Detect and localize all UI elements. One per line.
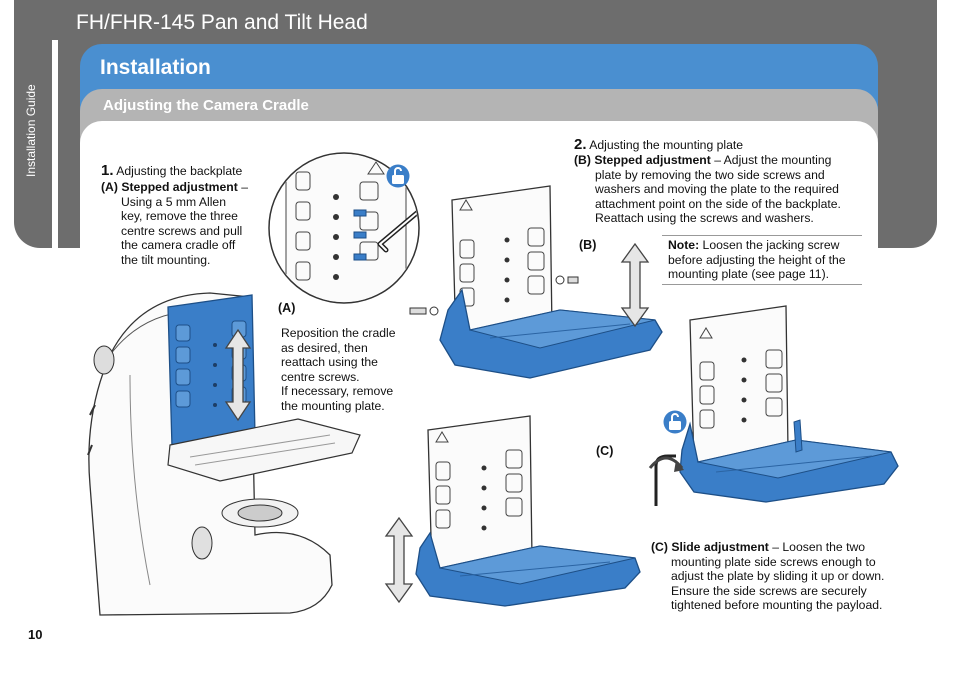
figure-b-cradle-illustration — [409, 185, 663, 379]
figure-c-label: (C) — [596, 444, 614, 458]
step1-a-text: (A) Stepped adjustment – Using a 5 mm Al… — [101, 180, 248, 267]
note-top-rule — [662, 235, 862, 236]
figure-a-label: (A) — [278, 301, 296, 315]
sidebar-label: Installation Guide — [22, 65, 38, 225]
note-bottom-rule — [662, 284, 862, 285]
up-down-arrow-icon — [384, 516, 414, 604]
up-down-arrow-icon — [224, 328, 252, 422]
step2-heading: 2. Adjusting the mounting plate — [574, 136, 744, 153]
step1-heading: 1. Adjusting the backplate — [101, 162, 243, 179]
figure-c-cradle-illustration — [679, 305, 899, 503]
document-title: FH/FHR-145 Pan and Tilt Head — [76, 11, 368, 34]
backplate-detail-circle — [268, 152, 420, 304]
section-title: Installation — [100, 56, 211, 79]
unlock-icon — [663, 410, 687, 434]
subsection-title: Adjusting the Camera Cradle — [103, 97, 309, 114]
note-text: Note: Loosen the jacking screw before ad… — [668, 238, 846, 281]
sidebar-label-text: Installation Guide — [24, 84, 38, 177]
unlock-icon — [386, 164, 410, 188]
step2-b-text: (B) Stepped adjustment – Adjust the moun… — [574, 153, 841, 225]
figure-b-label: (B) — [579, 238, 597, 252]
pan-tilt-head-illustration — [87, 292, 361, 616]
page-number: 10 — [28, 627, 43, 642]
step-c-text: (C) Slide adjustment – Loosen the two mo… — [651, 540, 885, 612]
header-divider — [52, 40, 58, 250]
up-down-arrow-icon — [620, 242, 650, 328]
figure-a-caption: Reposition the cradle as desired, then r… — [281, 326, 396, 413]
rotate-arrow-icon — [648, 454, 684, 506]
lower-cradle-illustration — [415, 415, 641, 607]
